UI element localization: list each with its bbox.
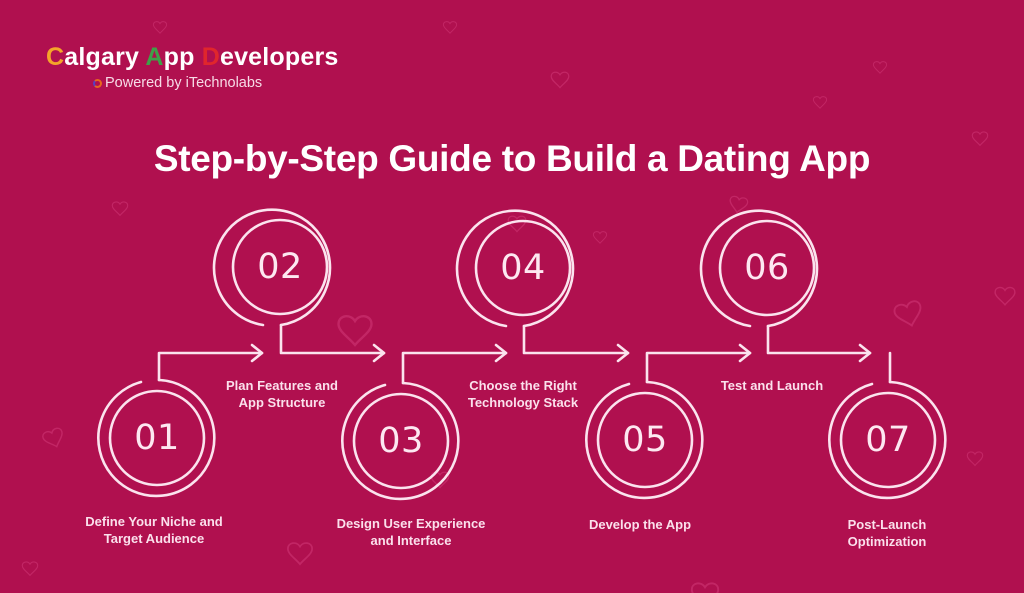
logo-subtitle: Powered by iTechnolabs [93, 75, 262, 91]
logo-text: pp [163, 43, 202, 71]
step-label-02: Plan Features and App Structure [182, 377, 382, 411]
step-circle-04 [455, 209, 630, 363]
logo-text: algary [64, 43, 146, 71]
step-label-line: Develop the App [588, 517, 692, 532]
arrow-right-icon [858, 343, 872, 363]
step-label-line: App Structure [238, 395, 326, 410]
step-circle-07 [828, 351, 947, 500]
step-number-04: 04 [500, 248, 546, 288]
step-label-04: Choose the Right Technology Stack [423, 377, 623, 411]
step-label-06: Test and Launch [672, 377, 872, 394]
step-circle-06 [699, 209, 872, 363]
step-number-01: 01 [134, 418, 180, 458]
arrow-right-icon [494, 343, 508, 363]
step-circle-03 [341, 343, 508, 501]
step-label-line: Post-Launch [847, 517, 927, 532]
step-label-03: Design User Experience and Interface [311, 515, 511, 549]
step-number-07: 07 [865, 420, 911, 460]
step-number-05: 05 [622, 420, 668, 460]
logo-letter-a: A [145, 43, 164, 71]
step-label-line: Design User Experience [336, 516, 486, 531]
page-title: Step-by-Step Guide to Build a Dating App [153, 138, 871, 179]
step-circle-01 [97, 343, 264, 498]
step-number-02: 02 [257, 247, 303, 287]
logo-letter-d: D [201, 43, 220, 71]
step-label-line: and Interface [370, 533, 452, 548]
step-label-line: Optimization [847, 534, 927, 549]
arrow-right-icon [616, 343, 630, 363]
step-label-07: Post-Launch Optimization [787, 516, 987, 550]
logo-subtitle-text: Powered by iTechnolabs [105, 75, 263, 91]
step-label-line: Plan Features and [226, 378, 338, 393]
logo-letter-c: C [46, 43, 65, 71]
logo-text: evelopers [219, 43, 339, 71]
itechnolabs-logo-icon [93, 78, 102, 88]
step-label-line: Technology Stack [467, 395, 579, 410]
step-label-line: Target Audience [103, 531, 205, 546]
step-label-01: Define Your Niche and Target Audience [54, 513, 254, 547]
step-label-line: Define Your Niche and [85, 514, 223, 529]
step-label-05: Develop the App [540, 516, 740, 533]
step-label-line: Test and Launch [720, 378, 824, 393]
arrow-right-icon [738, 343, 752, 363]
step-circle-02 [212, 208, 386, 363]
company-logo[interactable]: Calgary App Developers Powered by iTechn… [46, 42, 339, 91]
arrow-right-icon [250, 343, 264, 363]
step-label-line: Choose the Right [469, 378, 577, 393]
arrow-right-icon [372, 343, 386, 363]
step-circle-05 [585, 343, 752, 500]
logo-title: Calgary App Developers [46, 42, 339, 72]
step-number-06: 06 [744, 248, 790, 288]
step-number-03: 03 [378, 421, 424, 461]
